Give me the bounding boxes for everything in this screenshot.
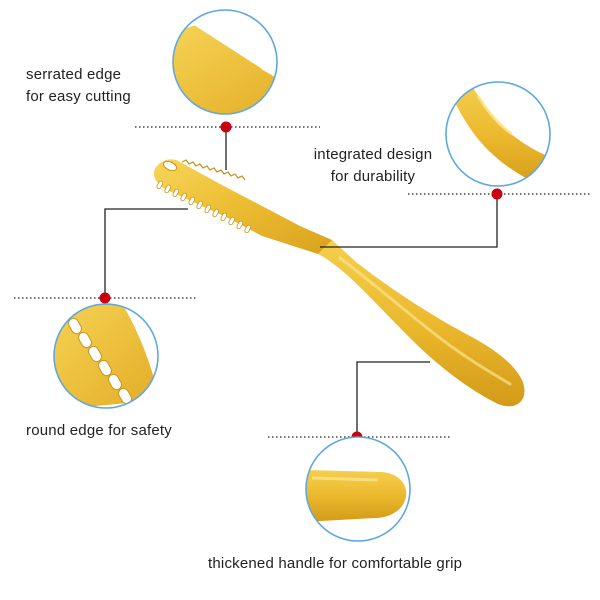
feature-label-thickened: thickened handle for comfortable grip	[208, 553, 462, 575]
callout-dot-serrated	[220, 121, 232, 133]
knife-body	[153, 159, 525, 407]
callout-dot-integrated	[491, 188, 503, 200]
feature-label-round: round edge for safety	[26, 420, 172, 442]
feature-label-integrated-line2: for durability	[330, 168, 416, 185]
feature-label-serrated-line1: serrated edge	[26, 66, 122, 83]
detail-circle-serrated	[172, 9, 278, 115]
detail-circle-integrated	[445, 81, 551, 187]
feature-label-serrated: serrated edge for easy cutting	[26, 64, 131, 108]
feature-label-integrated-line1: integrated design	[313, 146, 433, 163]
detail-circle-thickened	[305, 436, 411, 542]
feature-label-round-line1: round edge for safety	[26, 422, 172, 439]
feature-label-thickened-line1: thickened handle for comfortable grip	[208, 555, 463, 572]
detail-circle-round	[53, 303, 159, 409]
feature-label-integrated: integrated design for durability	[302, 144, 444, 188]
callout-dot-round	[99, 292, 111, 304]
feature-label-serrated-line2: for easy cutting	[26, 88, 131, 105]
